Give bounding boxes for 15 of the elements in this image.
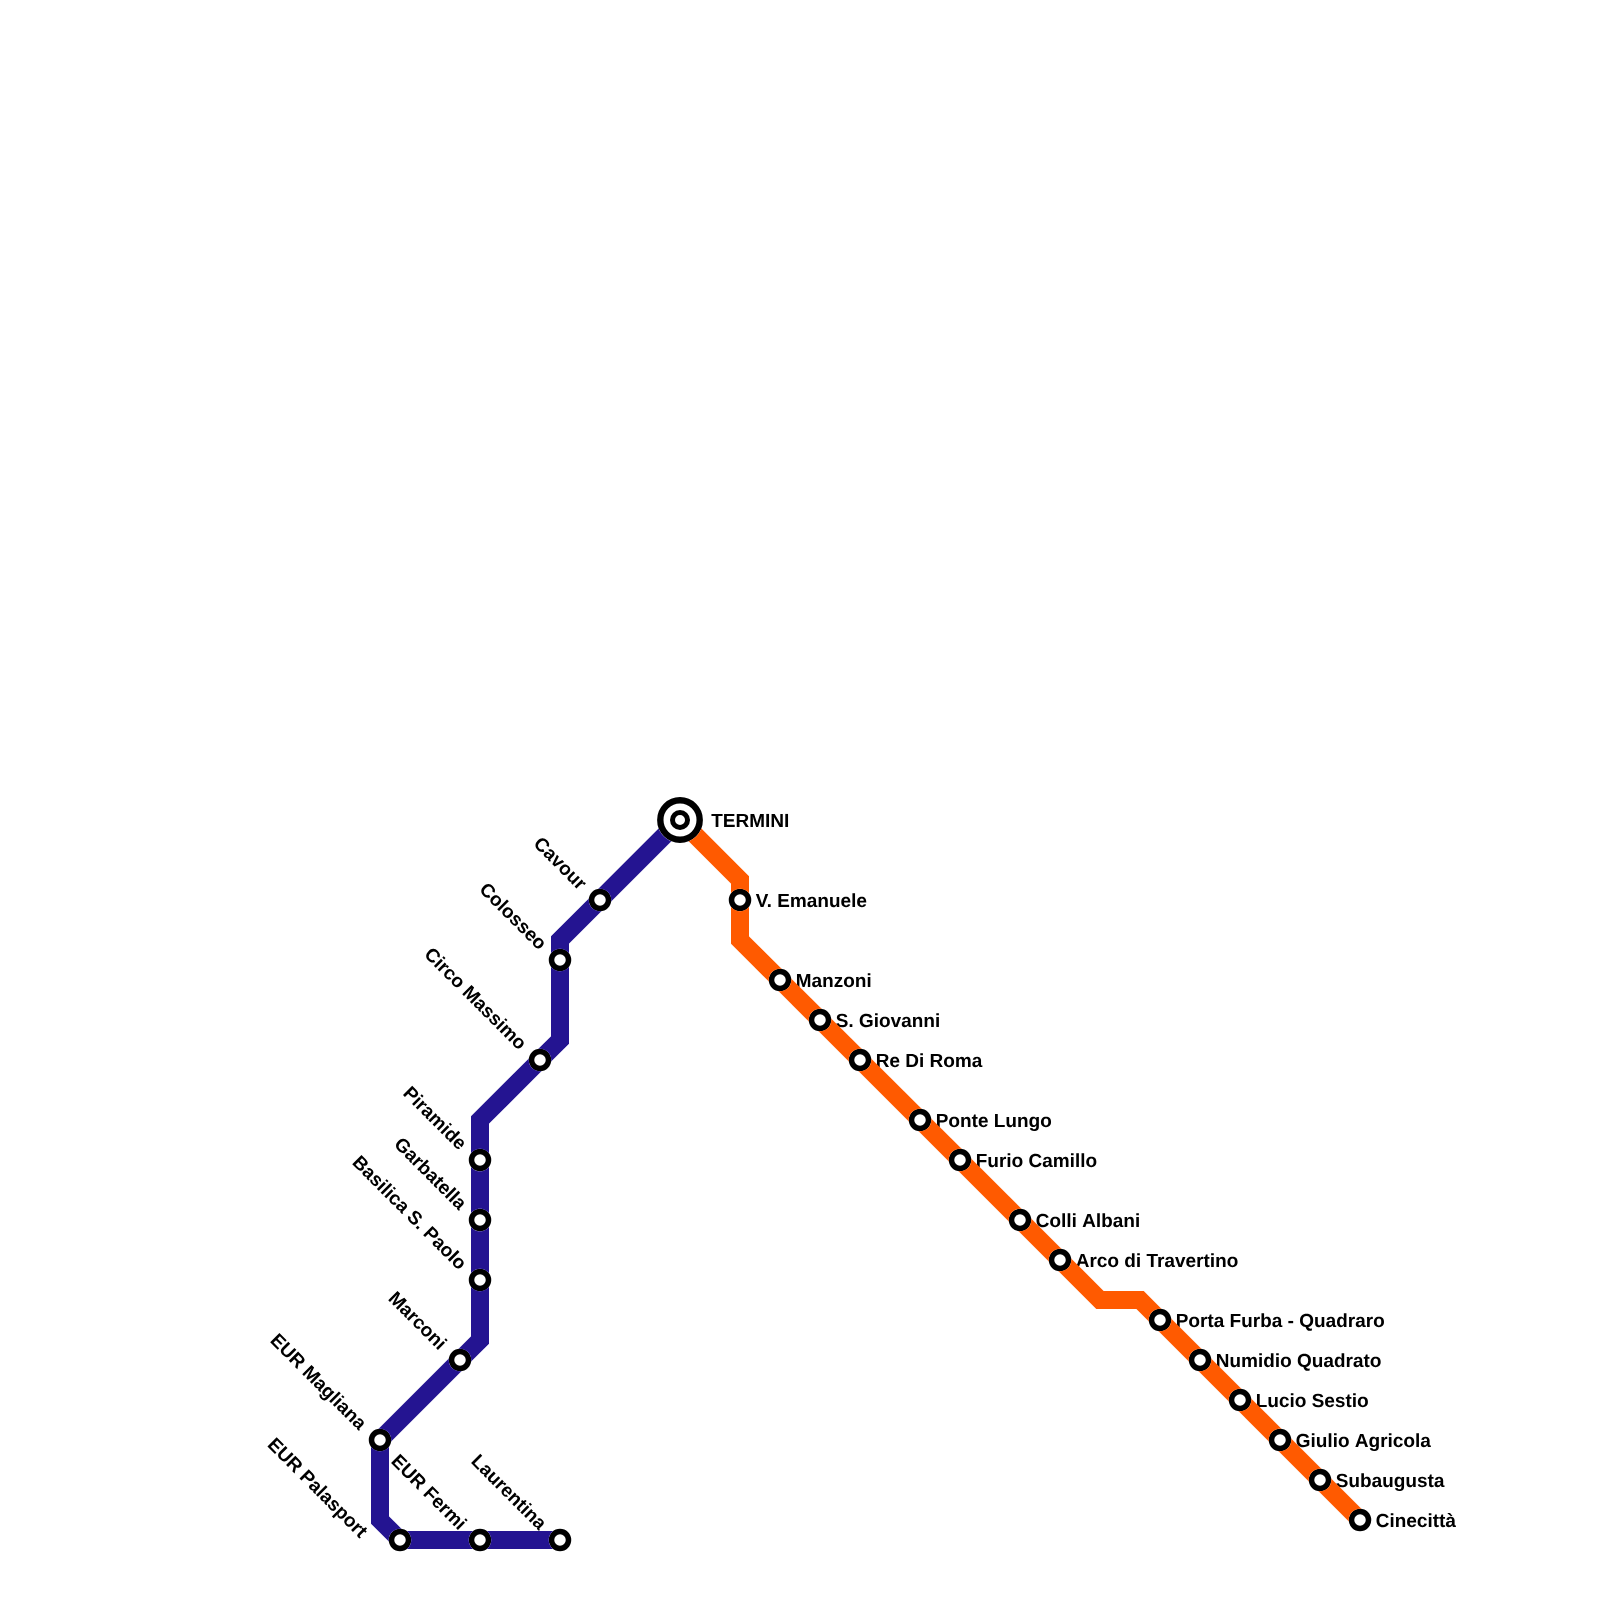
station-name: S. Giovanni (836, 1013, 939, 1028)
station-name: Re Di Roma (877, 1053, 983, 1068)
station-name: Colli Albani (1036, 1213, 1139, 1228)
station-name: Porta Furba - Quadraro (1177, 1313, 1384, 1331)
station-name: Arco di Travertino (1076, 1253, 1238, 1268)
station-name: Subaugusta (1336, 1473, 1445, 1492)
station-name: Furio Camillo (977, 1153, 1097, 1168)
station-name: Numidio Quadrato (1217, 1353, 1381, 1371)
station-name: TERMINI (711, 813, 789, 827)
station-name: Lucio Sestio (1257, 1393, 1368, 1408)
station-name: V. Emanuele (755, 893, 867, 908)
station-name: Giulio Agricola (1296, 1433, 1431, 1452)
station-name: Ponte Lungo (937, 1113, 1052, 1131)
station-name: Manzoni (797, 973, 871, 988)
station-name: Cinecittà (1376, 1513, 1456, 1528)
